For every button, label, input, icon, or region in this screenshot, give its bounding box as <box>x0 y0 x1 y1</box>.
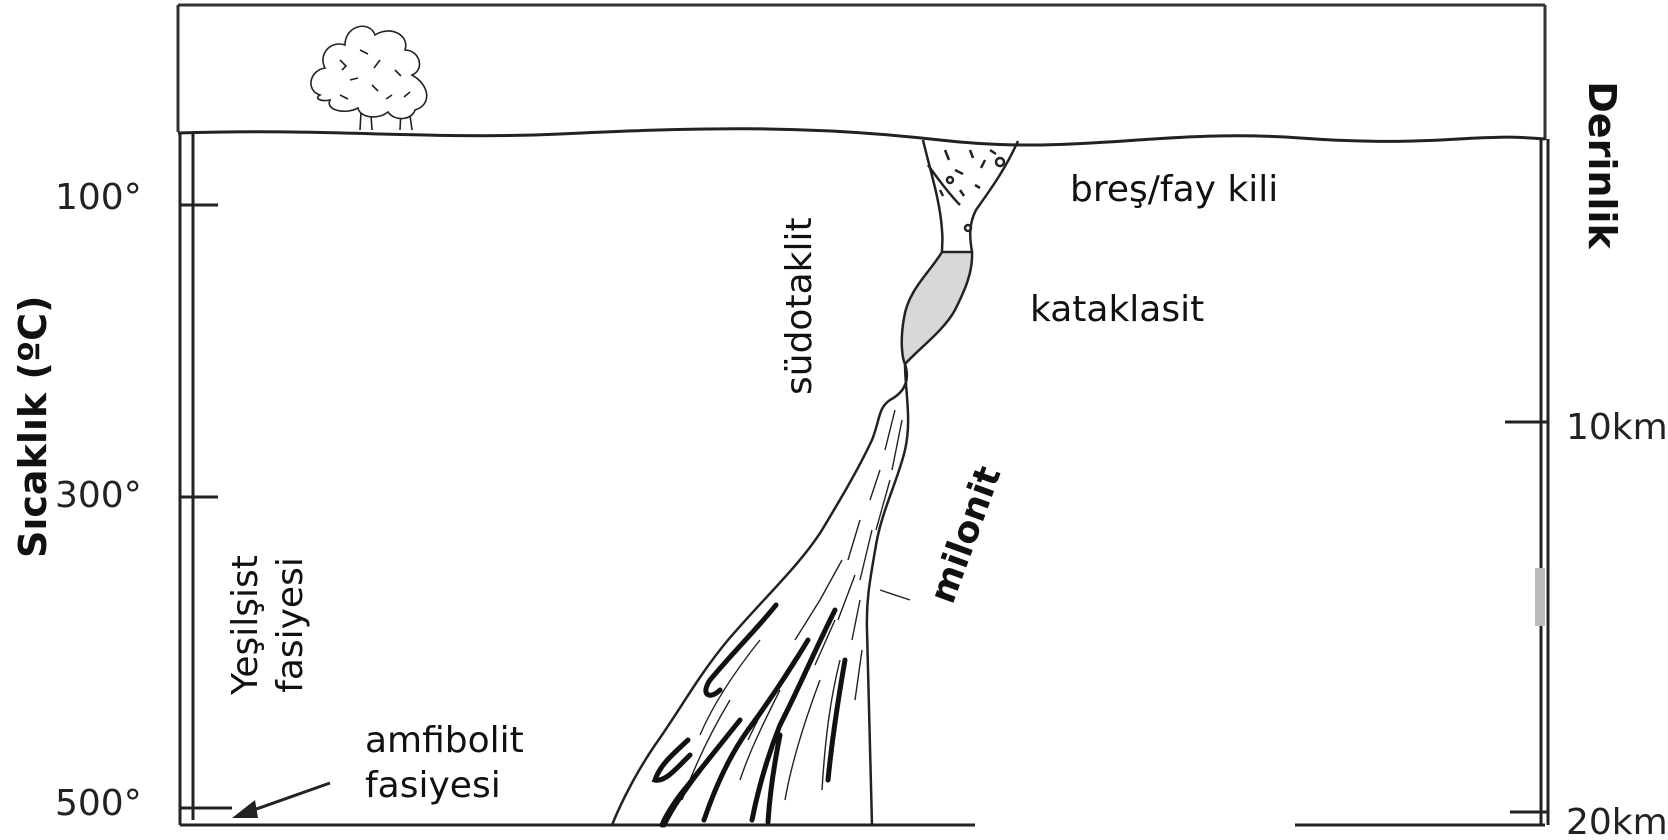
cataclasite-lens <box>902 252 972 364</box>
ground-surface <box>178 129 1545 145</box>
breccia-zone <box>923 140 1018 252</box>
depth-axis-title: Derinlik <box>1583 75 1621 255</box>
mylonite-bands <box>655 605 845 825</box>
temperature-tick-500: 500° <box>55 786 142 822</box>
depth-tick-10km: 10km <box>1566 410 1668 446</box>
greenschist-facies-label: Yeşilşist fasiyesi <box>223 525 313 725</box>
depth-scale <box>1505 139 1548 825</box>
temperature-tick-300: 300° <box>55 478 142 514</box>
temperature-axis-title: Sıcaklık (ºC) <box>14 338 52 558</box>
mylonite-zone <box>612 364 908 825</box>
breccia-label: breş/fay kili <box>1070 172 1278 208</box>
scale-marker <box>1535 568 1545 626</box>
tree-icon <box>311 26 427 130</box>
depth-tick-20km: 20km <box>1566 805 1668 840</box>
pseudotachylite-label: südotaklit <box>782 225 818 395</box>
amphibolite-arrow <box>232 783 330 818</box>
temperature-tick-100: 100° <box>55 180 142 216</box>
amphibolite-facies-label: amfibolit fasiyesi <box>365 718 524 808</box>
mylonite-leader <box>880 590 910 600</box>
cataclasite-label: kataklasit <box>1030 292 1204 328</box>
